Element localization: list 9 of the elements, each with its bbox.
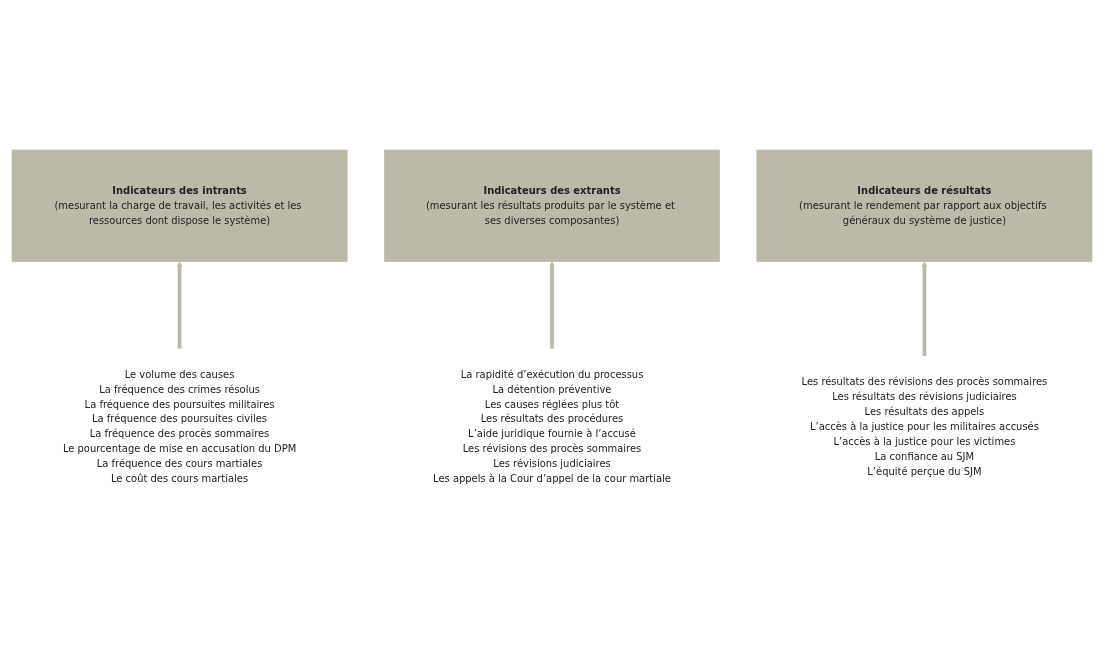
node-box: Indicateurs de résultats (mesurant le rendement par rapport aux objectifs généraux du système de justice)	[756, 149, 1092, 262]
node-box: Indicateurs des intrants (mesurant la charge de travail, les activités et les ressources dont dispose le système)	[11, 149, 347, 262]
arrow	[921, 261, 927, 357]
arrow	[548, 261, 555, 349]
arrow	[176, 261, 182, 349]
node-text: Le volume des causes La fréquence des crimes résolus La fréquence des poursuites militaires La fréquence des poursuites civiles La fréquence des procès sommaires Le pourcentage de mise en accusation du DPM La fréquence des cours martiales Le coût des cours martiales	[62, 368, 296, 485]
node-text: La rapidité d’exécution du processus La détention préventive Les causes réglées plus tôt Les résultats des procédures L’aide juridique fournie à l’accusé Les révisions des procès sommaires Les révisions judiciaires Les appels à la Cour d’appel de la cour martiale	[432, 368, 671, 485]
node-text: Les résultats des révisions des procès sommaires Les résultats des révisions judiciaires Les résultats des appels L’accès à la justice pour les militaires accusés L’accès à la justice pour les victimes La confiance au SJM L’équité perçue du SJM	[801, 375, 1047, 478]
node-box: Indicateurs des extrants (mesurant les résultats produits par le système et ses diverses composantes)	[383, 149, 720, 262]
